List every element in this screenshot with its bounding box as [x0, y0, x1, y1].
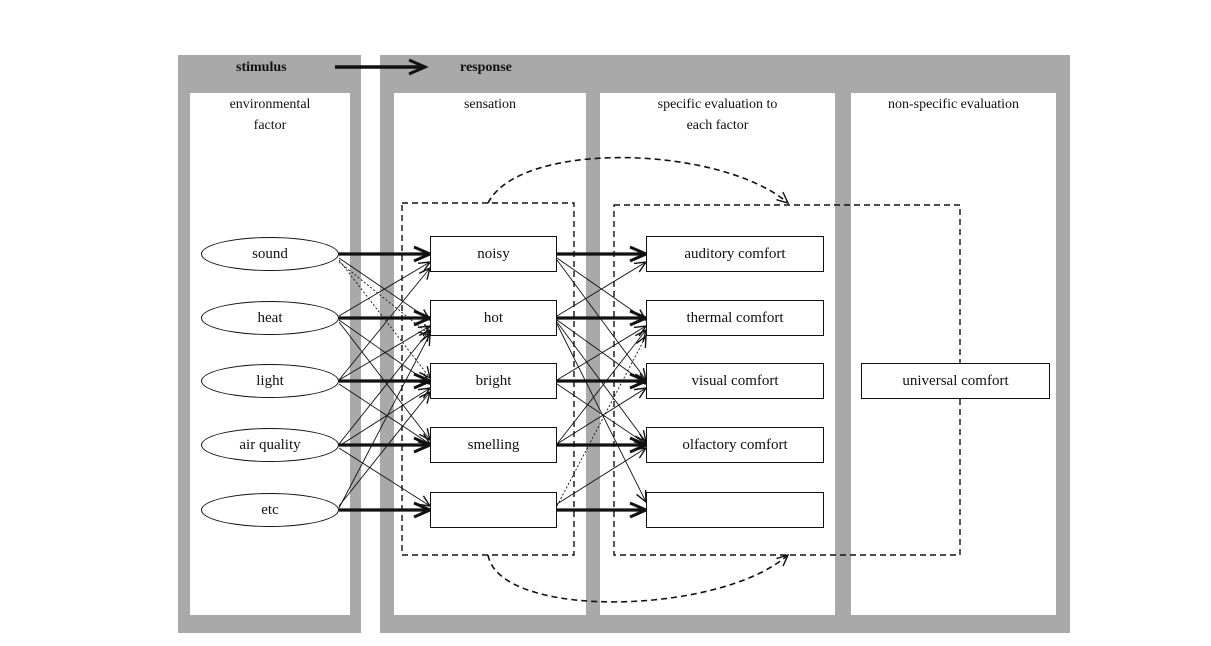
cross-arrow [338, 383, 432, 445]
cross-arrow [556, 259, 648, 382]
factor-etc: etc [201, 493, 339, 527]
cross-arrow [556, 387, 648, 445]
cross-arrow [556, 261, 648, 317]
comfort-empty [646, 492, 824, 528]
factor-air-quality: air quality [201, 428, 339, 462]
comfort-visual: visual comfort [646, 363, 824, 399]
cross-arrow [338, 319, 432, 385]
specific-evaluation-header: specific evaluation to each factor [600, 94, 835, 136]
cross-arrow [556, 323, 647, 504]
specific-evaluation-header-line-1: specific evaluation to [657, 97, 778, 112]
sensation-comfort-main-arrows [557, 245, 650, 519]
comfort-olfactory: olfactory comfort [646, 427, 824, 463]
specific-evaluation-header-line-2: each factor [686, 118, 749, 133]
factor-sensation-cross-arrows [338, 257, 432, 509]
cross-arrow [556, 328, 648, 445]
cross-arrow [338, 259, 432, 380]
environmental-factor-header-line-1: environmental [229, 97, 311, 112]
sensation-header: sensation [394, 94, 586, 115]
environmental-factor-header: environmental factor [190, 94, 350, 136]
sensation-empty [430, 492, 557, 528]
bottom-curved-arrow [487, 553, 790, 603]
factor-sensation-main-arrows [339, 245, 434, 519]
cross-arrow [338, 328, 432, 445]
cross-arrow [556, 325, 648, 381]
environmental-factor-header-line-2: factor [253, 118, 287, 133]
cross-arrow [338, 261, 432, 317]
sensation-bright: bright [430, 363, 557, 399]
cross-arrow [338, 325, 432, 381]
factor-heat: heat [201, 301, 339, 335]
top-curved-arrow [487, 156, 790, 205]
cross-arrow [338, 332, 431, 509]
cross-arrow [556, 319, 648, 385]
non-specific-evaluation-header: non-specific evaluation [851, 94, 1056, 115]
stimulus-label: stimulus [236, 60, 287, 75]
cross-arrow [556, 447, 648, 505]
universal-comfort: universal comfort [861, 363, 1050, 399]
sensation-header-line-1: sensation [463, 97, 517, 112]
response-label: response [460, 60, 512, 75]
factor-sound: sound [201, 237, 339, 271]
sensation-column [394, 93, 586, 615]
non-specific-evaluation-header-line-1: non-specific evaluation [887, 97, 1019, 112]
comfort-thermal: thermal comfort [646, 300, 824, 336]
non-specific-evaluation-column [851, 93, 1056, 615]
cross-arrow [556, 383, 648, 445]
specific-evaluation-column [600, 93, 835, 615]
cross-arrow [338, 390, 432, 507]
sensation-smelling: smelling [430, 427, 557, 463]
sensation-hot: hot [430, 300, 557, 336]
cross-arrow [338, 387, 432, 447]
comfort-auditory: auditory comfort [646, 236, 824, 272]
factor-light: light [201, 364, 339, 398]
sensation-noisy: noisy [430, 236, 557, 272]
environmental-factor-column [190, 93, 350, 615]
cross-arrow [338, 447, 432, 507]
cross-arrow [338, 266, 432, 381]
